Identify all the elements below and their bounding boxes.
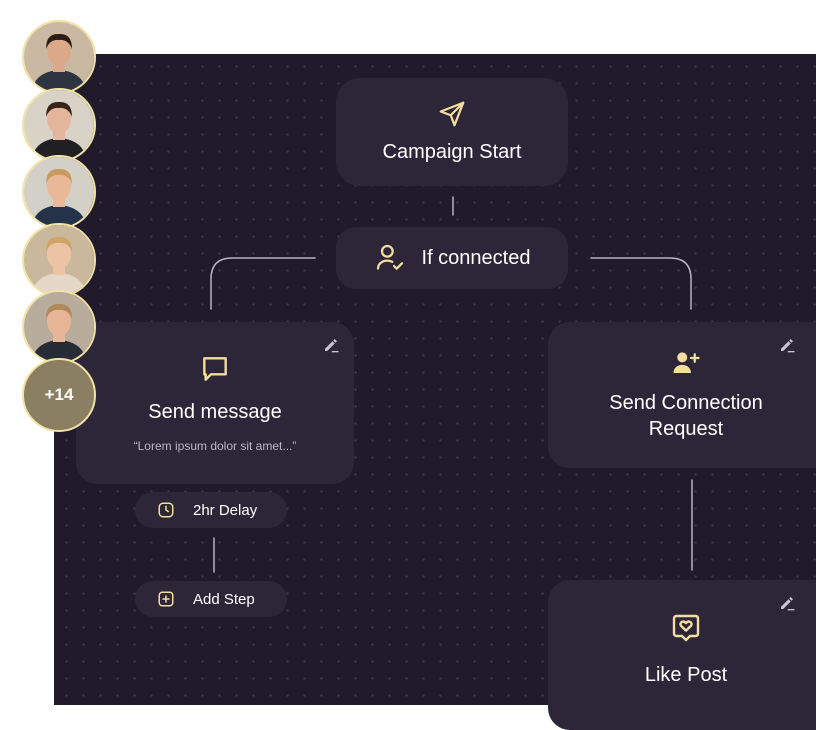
send-icon xyxy=(439,101,465,127)
like-post-title: Like Post xyxy=(644,664,728,686)
avatar-person-5 xyxy=(22,290,96,364)
send-connection-title-line2: Request xyxy=(648,418,724,440)
delay-label: 2hr Delay xyxy=(193,501,258,519)
user-plus-icon xyxy=(673,352,700,373)
edit-pencil-icon[interactable] xyxy=(778,594,796,612)
edit-pencil-icon[interactable] xyxy=(322,336,340,354)
message-icon xyxy=(203,357,227,381)
heart-badge-icon xyxy=(672,614,700,642)
send-message-node[interactable]: Send message “Lorem ipsum dolor sit amet… xyxy=(76,322,354,484)
clock-icon xyxy=(158,502,174,518)
user-check-icon xyxy=(376,244,403,270)
portrait-image xyxy=(24,157,94,227)
send-message-quote: “Lorem ipsum dolor sit amet...” xyxy=(133,439,297,453)
campaign-start-node[interactable]: Campaign Start xyxy=(336,78,568,186)
if-connected-title: If connected xyxy=(421,247,531,269)
send-connection-title: Send Connection Request xyxy=(609,390,762,442)
more-avatars-count: +14 xyxy=(44,385,74,404)
send-connection-title-line1: Send Connection xyxy=(609,392,763,414)
portrait-image xyxy=(24,90,94,160)
send-connection-node[interactable]: Send Connection Request xyxy=(548,322,816,468)
avatar-person-2 xyxy=(22,88,96,162)
portrait-image xyxy=(24,292,94,362)
send-message-title: Send message xyxy=(148,401,282,423)
avatar-person-3 xyxy=(22,155,96,229)
portrait-image xyxy=(24,22,94,92)
portrait-image xyxy=(24,225,94,295)
add-step-button[interactable]: Add Step xyxy=(135,581,287,617)
plus-square-icon xyxy=(158,591,174,607)
more-avatars-badge[interactable]: +14 xyxy=(22,358,96,432)
if-connected-node[interactable]: If connected xyxy=(336,227,568,289)
add-step-label: Add Step xyxy=(193,590,255,608)
campaign-start-title: Campaign Start xyxy=(382,141,522,163)
like-post-node[interactable]: Like Post xyxy=(548,580,816,730)
avatar-person-1 xyxy=(22,20,96,94)
edit-pencil-icon[interactable] xyxy=(778,336,796,354)
delay-pill[interactable]: 2hr Delay xyxy=(135,492,287,528)
avatar-person-4 xyxy=(22,223,96,297)
